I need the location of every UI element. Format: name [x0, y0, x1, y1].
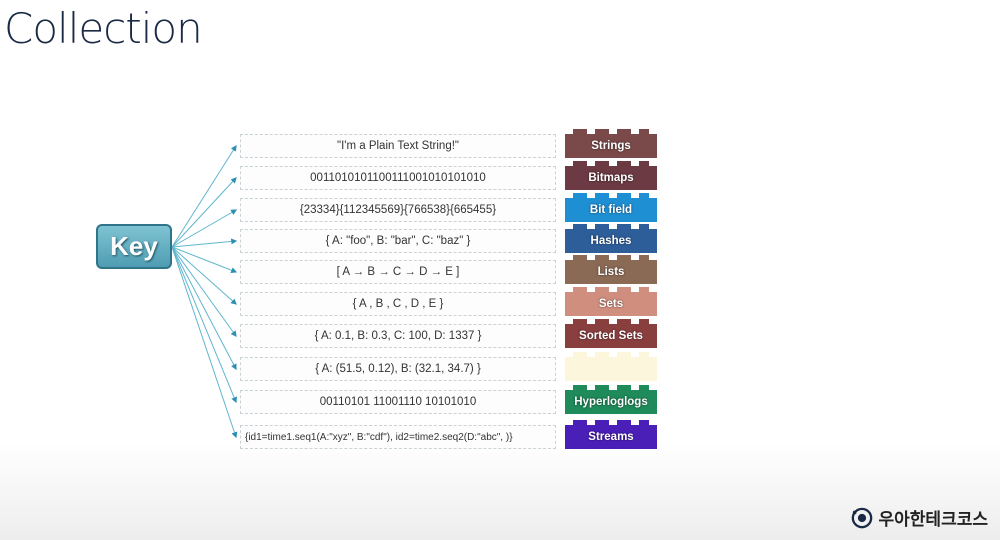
key-link-arrow	[171, 246, 237, 305]
type-brick: Strings	[565, 129, 657, 158]
footer-brand-text: 우아한테크코스	[878, 510, 988, 530]
key-link-arrow	[171, 246, 237, 337]
key-link-arrow	[171, 238, 238, 248]
value-row: [ A → B → C → D → E ]	[240, 260, 556, 284]
value-row: { A , B , C , D , E }	[240, 292, 556, 316]
footer-brand: 우아한테크코스	[851, 505, 988, 530]
value-row: { A: 0.1, B: 0.3, C: 100, D: 1337 }	[240, 324, 556, 348]
value-row: { A: "foo", B: "bar", C: "baz" }	[240, 229, 556, 253]
key-link-arrow	[171, 209, 238, 248]
value-row: 0011010101100111001010101010	[240, 166, 556, 190]
key-link-arrow	[171, 246, 237, 404]
type-brick: Hyperloglogs	[565, 385, 657, 414]
woowa-logo-icon	[851, 507, 872, 528]
type-brick: Bitmaps	[565, 161, 657, 190]
page-title: Collection	[4, 4, 203, 53]
type-brick: Lists	[565, 255, 657, 284]
key-node: Key	[96, 224, 172, 269]
value-row: "I'm a Plain Text String!"	[240, 134, 556, 158]
key-link-arrow	[171, 144, 237, 248]
value-row: { A: (51.5, 0.12), B: (32.1, 34.7) }	[240, 357, 556, 381]
key-link-arrow	[171, 246, 238, 274]
type-brick: Hashes	[565, 224, 657, 253]
key-link-arrow	[171, 177, 237, 248]
type-brick	[565, 352, 657, 381]
value-row: {id1=time1.seq1(A:"xyz", B:"cdf"), id2=t…	[240, 425, 556, 449]
key-link-arrow	[171, 246, 237, 371]
type-brick: Streams	[565, 420, 657, 449]
type-brick: Sets	[565, 287, 657, 316]
value-row: {23334}{112345569}{766538}{665455}	[240, 198, 556, 222]
value-row: 00110101 11001110 10101010	[240, 390, 556, 414]
type-brick: Bit field	[565, 193, 657, 222]
type-brick: Sorted Sets	[565, 319, 657, 348]
key-link-arrow	[171, 246, 238, 439]
